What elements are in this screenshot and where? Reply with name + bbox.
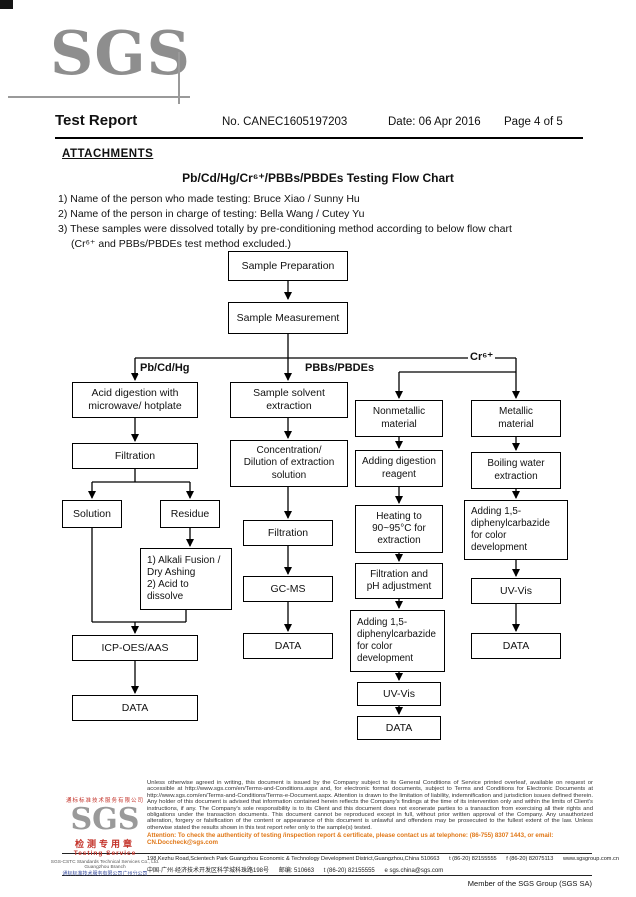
postcode-cn: 邮编: 510663 xyxy=(278,868,315,874)
branch-label-pb-cd-hg: Pb/Cd/Hg xyxy=(138,362,192,374)
email-cn: e sgs.china@sgs.com xyxy=(384,868,444,874)
company-stamp: 通标标准技术服务有限公司 SGS 检测专用章 Testing Service S… xyxy=(50,796,160,877)
flow-node-filtration-2: Filtration xyxy=(243,520,333,546)
flow-node-heating-extraction: Heating to 90~95°C for extraction xyxy=(355,505,443,553)
header-divider xyxy=(55,137,583,139)
flow-node-data-metallic: DATA xyxy=(471,633,561,659)
note-line: (Cr⁶⁺ and PBBs/PBDEs test method exclude… xyxy=(71,238,291,250)
flow-node-data-nonmetallic: DATA xyxy=(357,716,441,740)
notes-list: 1) Name of the person who made testing: … xyxy=(58,192,598,252)
attachments-heading: ATTACHMENTS xyxy=(62,148,154,160)
flow-node-sample-solvent-extraction: Sample solvent extraction xyxy=(230,382,348,418)
report-title: Test Report xyxy=(55,112,138,129)
flow-node-sample-preparation: Sample Preparation xyxy=(228,251,348,281)
website-link: www.sgsgroup.com.cn xyxy=(562,856,619,862)
address-line-en: 198 Kezhu Road,Scientech Park Guangzhou … xyxy=(147,856,619,862)
flow-node-uv-vis-metallic: UV-Vis xyxy=(471,578,561,604)
flow-node-uv-vis-nonmetallic: UV-Vis xyxy=(357,682,441,706)
attention-line: Attention: To check the authenticity of … xyxy=(147,832,554,847)
footer-divider-top xyxy=(62,853,592,854)
flow-node-nonmetallic-material: Nonmetallic material xyxy=(355,400,443,437)
address-line-cn: 中国·广州·经济技术开发区科学城科珠路198号 邮编: 510663 t (86… xyxy=(147,865,593,874)
flow-node-boiling-water-extraction: Boiling water extraction xyxy=(471,452,561,489)
logo-vertical-line xyxy=(178,52,180,104)
footer-divider-bottom xyxy=(62,875,592,876)
flow-node-gc-ms: GC-MS xyxy=(243,576,333,602)
stamp-sgs-logo: SGS xyxy=(70,802,140,837)
flow-node-data-center: DATA xyxy=(243,633,333,659)
report-date: Date: 06 Apr 2016 xyxy=(388,116,481,128)
fax-en: f (86-20) 82075113 xyxy=(506,856,554,862)
flow-node-diphenylcarbazide-nonmetallic: Adding 1,5- diphenylcarbazide for color … xyxy=(350,610,445,672)
flow-node-concentration-dilution: Concentration/ Dilution of extraction so… xyxy=(230,440,348,487)
flow-node-solution: Solution xyxy=(62,500,122,528)
stamp-seal-text: 检测专用章 xyxy=(74,838,135,849)
flow-node-filtration-ph-adjustment: Filtration and pH adjustment xyxy=(355,563,443,599)
branch-label-cr6: Cr⁶⁺ xyxy=(468,350,496,363)
stamp-company-name: SGS-CSTC Standards Technical Services Co… xyxy=(50,859,160,865)
report-number: No. CANEC1605197203 xyxy=(222,116,348,128)
stamp-service-text: Testing Service xyxy=(73,849,137,857)
flow-node-sample-measurement: Sample Measurement xyxy=(228,302,348,334)
address-en: 198 Kezhu Road,Scientech Park Guangzhou … xyxy=(147,856,440,862)
logo-underline xyxy=(8,96,190,98)
flow-node-alkali-fusion: 1) Alkali Fusion / Dry Ashing 2) Acid to… xyxy=(140,548,232,610)
legal-disclaimer: Unless otherwise agreed in writing, this… xyxy=(147,780,593,831)
stamp-arc-text: 通标标准技术服务有限公司 xyxy=(65,798,144,804)
flow-node-filtration-1: Filtration xyxy=(72,443,198,469)
branch-label-pbbs-pbdes: PBBs/PBDEs xyxy=(303,362,377,374)
note-line: 3) These samples were dissolved totally … xyxy=(58,223,512,235)
flow-node-adding-digestion-reagent: Adding digestion reagent xyxy=(355,450,443,487)
scan-corner-mark xyxy=(0,0,13,9)
note-line: 2) Name of the person in charge of testi… xyxy=(58,208,365,220)
flow-node-icp-oes-aas: ICP-OES/AAS xyxy=(72,635,198,661)
sgs-logo: SGS xyxy=(50,19,191,89)
phone-cn: t (86-20) 82155555 xyxy=(323,868,375,874)
flow-chart-title: Pb/Cd/Hg/Cr⁶⁺/PBBs/PBDEs Testing Flow Ch… xyxy=(182,171,454,185)
stamp-company-name-cn: 通标标准技术服务有限公司广州分公司 xyxy=(62,871,148,877)
stamp-branch-name: Guangzhou Branch xyxy=(84,865,126,871)
phone-en: t (86-20) 82155555 xyxy=(449,856,497,862)
page-indicator: Page 4 of 5 xyxy=(504,116,563,128)
member-line: Member of the SGS Group (SGS SA) xyxy=(467,879,592,888)
footer-text-block: Unless otherwise agreed in writing, this… xyxy=(147,780,593,847)
flow-node-metallic-material: Metallic material xyxy=(471,400,561,437)
flow-node-data-left: DATA xyxy=(72,695,198,721)
flow-node-diphenylcarbazide-metallic: Adding 1,5- diphenylcarbazide for color … xyxy=(464,500,568,560)
flow-node-acid-digestion: Acid digestion with microwave/ hotplate xyxy=(72,382,198,418)
address-cn: 中国·广州·经济技术开发区科学城科珠路198号 xyxy=(147,868,270,874)
flow-node-residue: Residue xyxy=(160,500,220,528)
note-line: 1) Name of the person who made testing: … xyxy=(58,193,360,205)
